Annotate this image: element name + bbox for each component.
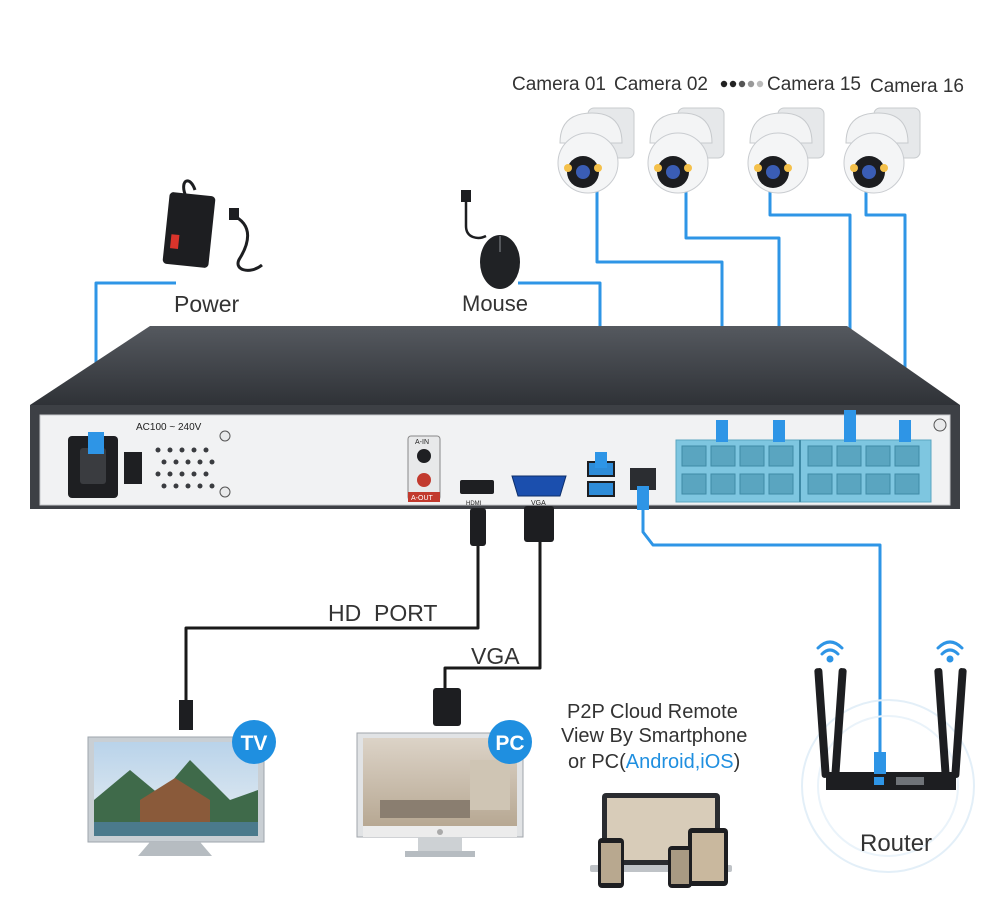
pc-badge: PC xyxy=(488,720,532,764)
vent-grille xyxy=(155,447,215,489)
pc-badge-label: PC xyxy=(495,732,524,755)
poe-ports xyxy=(681,445,920,495)
router xyxy=(801,640,975,873)
rj45-plug-icon xyxy=(899,420,911,442)
vga-port xyxy=(511,475,567,497)
rj45-plug-icon xyxy=(844,410,856,442)
hdmi-port-label: HDMI xyxy=(466,501,482,507)
power-plug-icon xyxy=(88,432,104,454)
camera-16-cable xyxy=(864,190,907,420)
camera-15-cable xyxy=(768,190,852,410)
hdmi-cable xyxy=(184,545,480,700)
ellipsis-dots-icon xyxy=(720,80,764,88)
remote-line-2: View By Smartphone xyxy=(561,725,747,747)
wifi-icon xyxy=(816,640,844,663)
router-cable xyxy=(641,510,882,760)
pc-monitor xyxy=(356,688,524,857)
camera-label: Camera 01 xyxy=(512,74,606,95)
rj45-plug-icon xyxy=(637,486,649,510)
mouse-label: Mouse xyxy=(462,291,528,316)
rj45-plug-icon xyxy=(773,420,785,442)
vga-port-label: VGA xyxy=(531,500,546,507)
power-adapter-icon xyxy=(162,179,263,272)
video-cables xyxy=(184,540,542,700)
camera-icon xyxy=(843,107,921,194)
vga-cable xyxy=(443,540,542,690)
vga-plug-icon xyxy=(524,506,554,542)
vga-cable-label: VGA xyxy=(471,643,520,669)
hdmi-plug-icon xyxy=(179,700,193,730)
remote-line-1: P2P Cloud Remote xyxy=(567,701,738,723)
platform-highlight: Android,iOS xyxy=(626,751,734,773)
rj45-plug-icon xyxy=(874,752,886,774)
camera-label: Camera 16 xyxy=(870,76,964,97)
audio-in-label: A-IN xyxy=(415,439,429,446)
camera-icon xyxy=(647,107,725,194)
camera-icon xyxy=(747,107,825,194)
camera-row xyxy=(557,107,921,194)
router-label: Router xyxy=(860,830,932,857)
camera-label: Camera 02 xyxy=(614,74,708,95)
tv-badge: TV xyxy=(232,720,276,764)
usb-plug-icon xyxy=(595,452,607,468)
power-label: Power xyxy=(174,291,240,317)
hd-port-label: HD PORT xyxy=(328,600,437,626)
mouse-icon xyxy=(461,190,520,289)
screw-icon xyxy=(219,486,231,498)
tv-badge-label: TV xyxy=(241,732,268,755)
vga-plug-icon xyxy=(433,688,461,726)
audio-out-label: A-OUT xyxy=(411,495,434,502)
screw-icon xyxy=(933,418,947,432)
camera-label: Camera 15 xyxy=(767,74,861,95)
wifi-icon xyxy=(936,640,964,663)
camera-icon xyxy=(557,107,635,194)
rj45-plug-icon xyxy=(716,420,728,442)
nvr-recorder: AC100 ~ 240V A-IN A-OUT HDMI VGA xyxy=(30,326,960,546)
usb-port xyxy=(587,481,615,497)
tv-monitor xyxy=(87,700,265,856)
remote-line-3: or PC(Android,iOS) xyxy=(568,751,740,773)
lan-uplink-port xyxy=(630,468,656,490)
remote-devices-icon xyxy=(590,793,732,888)
power-switch xyxy=(124,452,142,484)
hdmi-port xyxy=(460,480,494,494)
hdmi-plug-icon xyxy=(470,508,486,546)
nvr-voltage-label: AC100 ~ 240V xyxy=(136,422,202,433)
screw-icon xyxy=(219,430,231,442)
